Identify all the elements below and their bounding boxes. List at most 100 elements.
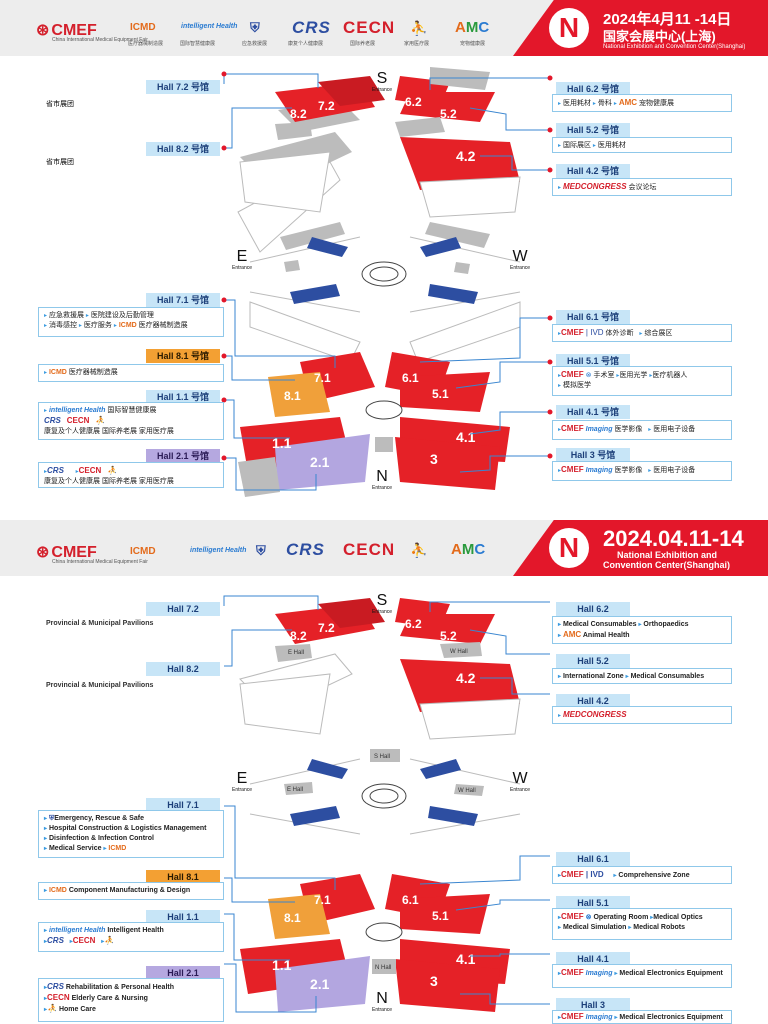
hall-5-1-en-item-3: Medical Simulation <box>562 924 627 931</box>
hall-num-7-1: 7.1 <box>314 893 331 907</box>
hall-1-1-en-smart-text: Intelligent Health <box>107 927 164 934</box>
triangle-icon: ▸ <box>75 469 79 475</box>
compass-west-letter: W <box>512 248 528 265</box>
leader-lines <box>223 595 550 1013</box>
amc-logo: AMC <box>455 19 490 36</box>
hall-7-1-info: ▸ 应急救援展 ▸ 医院建设及后勤管理 ▸ 消毒感控 ▸ 医疗服务 ▸ ICMD… <box>38 307 224 337</box>
blue-booth-nw <box>420 759 461 779</box>
west-hall-middle <box>454 262 470 274</box>
hall-label-3-en: Hall 3 <box>556 998 630 1012</box>
hall-1-1-crs-text: 康复及个人健康展 <box>44 428 100 435</box>
hall-num-4-1: 4.1 <box>456 951 476 967</box>
hall-6-2-en-amc-text: Animal Health <box>582 632 630 639</box>
triangle-icon: ▸ <box>558 373 562 379</box>
hall-8-1-text: 医疗器械制造展 <box>68 369 118 376</box>
triangle-icon: ▸ <box>44 939 48 945</box>
hall-6-1-info: ▸CMEF | IVD 体外诊断 ▸ 综合展区 <box>552 324 732 342</box>
hall-label-2-1-en: Hall 2.1 <box>146 966 220 980</box>
compass-west-letter: W <box>512 770 528 787</box>
hall-label-7-2: Hall 7.2 号馆 <box>146 80 220 94</box>
triangle-icon: ▸ <box>639 331 643 337</box>
e-hall-block <box>275 644 312 662</box>
hall-7-2-block <box>318 76 385 106</box>
central-plaza-ring <box>361 783 407 809</box>
triangle-icon: ▸ <box>625 674 629 680</box>
compass-east-entrance: Entrance <box>232 265 253 271</box>
triangle-icon: ▸ <box>44 313 48 319</box>
hall-label-4-2: Hall 4.2 号馆 <box>556 164 630 178</box>
medcongress-inline-logo: MEDCONGRESS <box>562 710 627 719</box>
hall-label-1-1-en: Hall 1.1 <box>146 910 220 924</box>
imaging-inline-logo: Imaging <box>585 467 613 474</box>
hall-7-1-en-line4: Medical Service <box>48 845 102 852</box>
blue-booth-se <box>290 284 340 304</box>
ground-floor-cluster: 7.1 8.1 6.1 5.1 1.1 2.1 4.1 3 <box>238 352 510 497</box>
hall-7-1-row1: ▸ 应急救援展 ▸ 医院建设及后勤管理 <box>44 311 218 321</box>
hall-6-1-extra: 综合展区 <box>644 330 673 337</box>
hall-7-1-hospital: 医院建设及后勤管理 <box>90 312 154 319</box>
hall-6-2-en-row2: ▸ AMC Animal Health <box>558 630 726 641</box>
n-hall-label: N Hall <box>375 965 391 971</box>
hall-6-2-item-2: 骨科 <box>597 100 612 107</box>
e-hall-label: E Hall <box>288 650 304 656</box>
spoke-lines <box>249 236 521 313</box>
spoke-lines <box>249 758 521 835</box>
hall-8-1-info-en: ▸ ICMD Component Manufacturing & Design <box>38 882 224 900</box>
event-venue: 国家会展中心(上海) <box>603 29 716 44</box>
cecn-inline-logo: CECN <box>78 466 102 475</box>
icmd-logo: ICMD <box>130 22 156 33</box>
triangle-icon: ▸ <box>558 713 562 719</box>
triangle-icon: ▸ <box>44 323 48 329</box>
cecn-caption: 国际养老展 <box>350 41 376 47</box>
hall-num-1-1: 1.1 <box>272 957 292 973</box>
triangle-icon: ▸ <box>650 915 654 921</box>
w-hall-label: W Hall <box>450 649 468 655</box>
c0-middle-block <box>280 222 345 250</box>
imaging-inline-logo: Imaging <box>585 1014 613 1021</box>
triangle-icon: ▸ <box>558 925 562 931</box>
home-care-inline-icon: ⛹ <box>104 936 115 945</box>
hall-2-1-en-row2: ▸CECN Elderly Care & Nursing <box>44 993 218 1004</box>
cmef-inline-logo: CMEF <box>561 870 584 879</box>
hall-5-1-info: ▸CMEF ⊗ 手术室 ▸医用光学 ▸医疗机器人 ▸ 模拟医学 <box>552 366 732 396</box>
home-care-runner-icon: ⛹ <box>410 20 428 36</box>
crs-inline-logo: CRS <box>44 416 61 425</box>
hall-1-1-en-row2: ▸CRS ▸CECN ▸⛹ <box>44 936 218 947</box>
triangle-icon: ▸ <box>78 323 82 329</box>
lower-plaza-ring <box>365 922 403 942</box>
date-badge: N 2024年4月11 -14日 国家会展中心(上海) National Exh… <box>513 0 768 56</box>
triangle-icon: ▸ <box>558 143 562 149</box>
compass-south-letter: S <box>376 592 388 609</box>
amc-inline-logo: AMC <box>618 98 638 107</box>
shield-caption: 应急救援展 <box>242 41 268 47</box>
home-care-inline-icon: ⛹ <box>107 466 118 475</box>
icmd-inline-logo: ICMD <box>108 845 127 852</box>
crs-logo: CRS <box>286 540 325 559</box>
hall-2-1-info: ▸CRS ▸CECN ⛹ 康复及个人健康展 国际养老展 家用医疗展 <box>38 462 224 488</box>
shield-icon: ⛨ <box>250 20 260 35</box>
triangle-icon: ▸ <box>558 674 562 680</box>
hall-num-5-2: 5.2 <box>440 107 457 121</box>
hall-num-8-2: 8.2 <box>290 629 307 643</box>
triangle-icon: ▸ <box>44 928 48 934</box>
hall-2-1-en-home-text: Home Care <box>58 1006 96 1013</box>
hall-num-3: 3 <box>430 973 438 989</box>
triangle-icon: ▸ <box>558 971 562 977</box>
hall-8-2-desc: 省市展团 <box>46 159 74 166</box>
middle-floor-cluster <box>249 222 521 363</box>
cecn-logo: CECN <box>343 540 396 559</box>
hall-label-5-1: Hall 5.1 号馆 <box>556 354 630 368</box>
hall-3-en-text: Medical Electronics Equipment <box>619 1014 723 1021</box>
hall-num-5-1: 5.1 <box>432 387 449 401</box>
blue-booth-nw <box>420 237 461 257</box>
hall-7-1-en-line2: Hospital Construction & Logistics Manage… <box>48 825 207 832</box>
compass-north-letter: N <box>376 990 388 1007</box>
triangle-icon: ▸ <box>648 427 652 433</box>
hall-8-2-desc-en: Provincial & Municipal Pavilions <box>46 682 154 689</box>
triangle-icon: ▸ <box>44 1007 48 1013</box>
amc-inline-logo: AMC <box>562 630 582 639</box>
north-hall-block <box>375 437 393 452</box>
triangle-icon: ▸ <box>613 101 617 107</box>
middle-lower-left-outline <box>249 301 361 363</box>
